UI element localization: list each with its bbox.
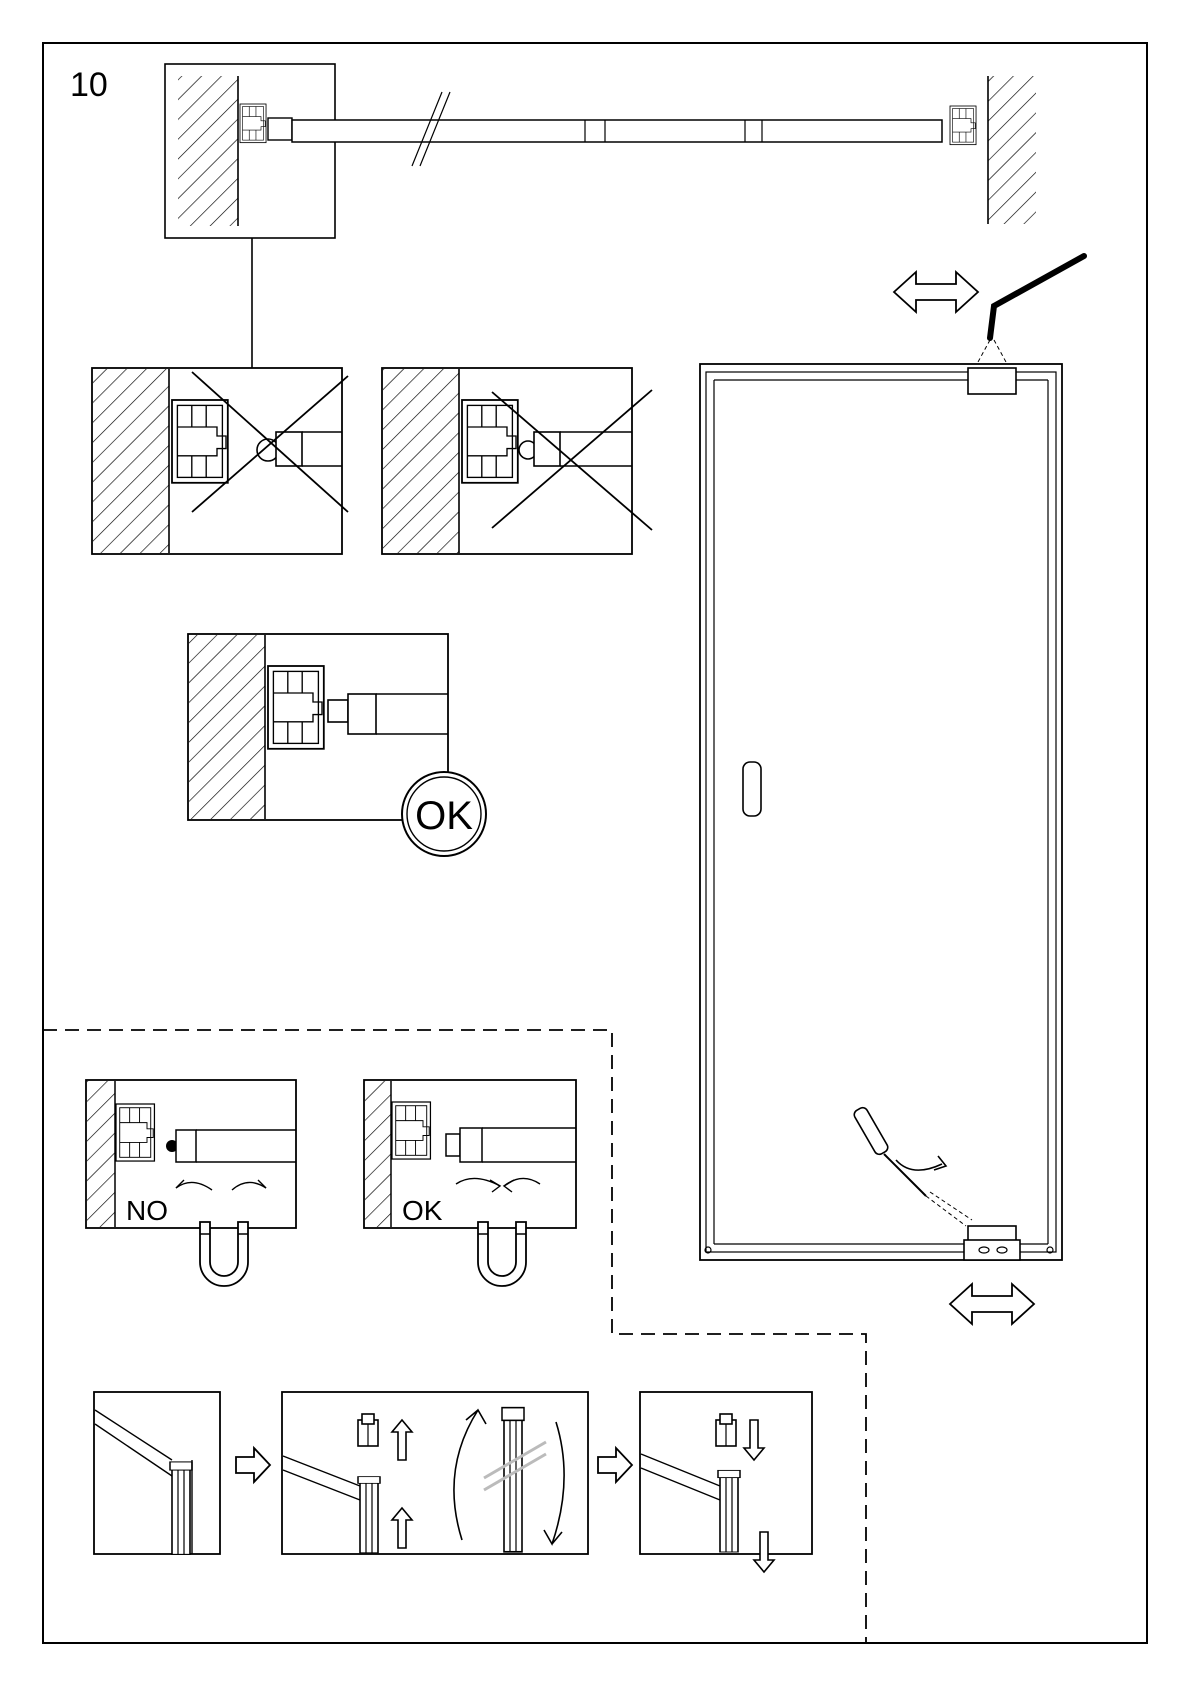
magnet-icon — [200, 1222, 248, 1286]
ok-detail: OK — [188, 634, 486, 856]
seal-step-1 — [94, 1392, 220, 1554]
seal-step-2 — [282, 1392, 588, 1554]
seal-profile-icon — [502, 1408, 524, 1552]
step-number: 10 — [70, 66, 108, 104]
top-fitting — [968, 368, 1016, 394]
seal-profile-icon — [718, 1470, 740, 1552]
magnet-icon — [478, 1222, 526, 1286]
wall-profile-icon — [116, 1104, 154, 1161]
hatched-wall-icon — [87, 1081, 115, 1227]
rail-bar — [292, 120, 942, 142]
ok-small-label: OK — [402, 1195, 443, 1226]
hatched-wall-icon — [988, 76, 1036, 224]
magnet-ok-detail: OK — [364, 1080, 576, 1228]
seal-step-3 — [640, 1392, 812, 1572]
wrong-detail-1 — [92, 368, 348, 554]
hatched-wall-icon — [178, 76, 238, 226]
wall-profile-icon — [392, 1102, 430, 1159]
double-arrow-icon — [950, 1284, 1034, 1324]
wall-profile-icon — [462, 400, 518, 483]
wall-profile-icon — [172, 400, 228, 483]
ok-label: OK — [415, 794, 473, 838]
wall-profile-icon — [268, 666, 324, 749]
hatched-wall-icon — [189, 635, 265, 819]
wall-profile-icon — [950, 106, 976, 145]
hatched-wall-icon — [93, 369, 169, 553]
glass-panel-icon — [700, 364, 1062, 1260]
magnet-no-detail: NO — [86, 1080, 296, 1228]
hatched-wall-icon — [365, 1081, 391, 1227]
arrow-right-icon — [598, 1448, 632, 1482]
arrow-right-icon — [236, 1448, 270, 1482]
overview-rail — [165, 64, 1036, 368]
handle — [743, 762, 761, 816]
seal-profile-icon — [170, 1462, 192, 1554]
double-arrow-icon — [894, 272, 978, 312]
wrong-detail-2 — [382, 368, 652, 554]
no-label: NO — [126, 1195, 168, 1226]
hex-key-icon — [978, 256, 1084, 362]
seal-profile-icon — [358, 1477, 380, 1553]
hatched-wall-icon — [383, 369, 459, 553]
wall-profile-icon — [240, 104, 266, 143]
